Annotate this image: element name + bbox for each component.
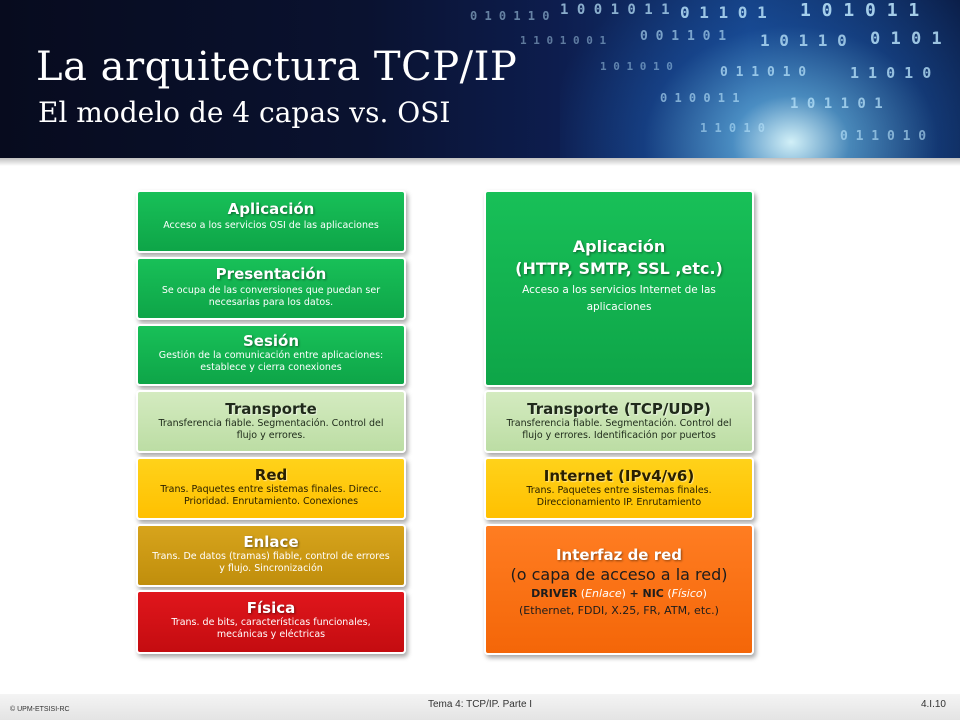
tcpip-layer-desc: Acceso a los servicios Internet de las a… bbox=[522, 284, 716, 313]
osi-layer-red: Red Trans. Paquetes entre sistemas final… bbox=[136, 457, 406, 520]
svg-text:1 0 1 1 0 1: 1 0 1 1 0 1 bbox=[790, 96, 883, 112]
driver-label: DRIVER bbox=[531, 587, 578, 600]
osi-layer-fisica: Física Trans. de bits, características f… bbox=[136, 590, 406, 654]
osi-layer-enlace: Enlace Trans. De datos (tramas) fiable, … bbox=[136, 524, 406, 587]
nic-label: + NIC bbox=[629, 587, 664, 600]
osi-layer-desc: Gestión de la comunicación entre aplicac… bbox=[158, 350, 384, 373]
osi-layer-name: Presentación bbox=[215, 265, 327, 283]
osi-layer-desc: Se ocupa de las conversiones que puedan … bbox=[161, 285, 381, 308]
svg-text:1 1 0 1 0: 1 1 0 1 0 bbox=[700, 121, 765, 135]
osi-layer-name: Aplicación bbox=[227, 200, 315, 218]
svg-text:1 0 1 0 1 0: 1 0 1 0 1 0 bbox=[600, 60, 673, 73]
tcpip-layer-name: Interfaz de red bbox=[555, 546, 683, 564]
banner-shadow bbox=[0, 158, 960, 166]
page-subtitle: El modelo de 4 capas vs. OSI bbox=[38, 96, 451, 129]
page-title: La arquitectura TCP/IP bbox=[36, 44, 518, 90]
svg-text:0 1 1 0 1: 0 1 1 0 1 bbox=[680, 3, 767, 22]
svg-text:0 1 0 1: 0 1 0 1 bbox=[870, 29, 942, 49]
footer-copyright: © UPM-ETSISI-RC bbox=[10, 706, 70, 713]
svg-text:0 1 0 0 1 1: 0 1 0 0 1 1 bbox=[660, 91, 739, 105]
svg-text:0 1 1 0 1 0: 0 1 1 0 1 0 bbox=[840, 129, 926, 144]
osi-layer-aplicacion: Aplicación Acceso a los servicios OSI de… bbox=[136, 190, 406, 253]
footer-bar bbox=[0, 694, 960, 720]
osi-layer-name: Enlace bbox=[243, 533, 299, 551]
svg-text:1 1 0 1 0 0 1: 1 1 0 1 0 0 1 bbox=[520, 34, 606, 47]
osi-layer-desc: Trans. de bits, características funciona… bbox=[171, 617, 371, 640]
osi-layer-name: Sesión bbox=[242, 332, 300, 350]
tcpip-layer-driver-line: DRIVER (Enlace) + NIC (Físico) bbox=[531, 587, 707, 600]
tcpip-layer-name: Transporte (TCP/UDP) bbox=[527, 400, 711, 418]
banner-glow bbox=[560, 0, 960, 158]
osi-layer-desc: Transferencia fiable. Segmentación. Cont… bbox=[158, 418, 384, 441]
tcpip-layer-desc: Trans. Paquetes entre sistemas finales. … bbox=[526, 485, 712, 508]
osi-layer-sesion: Sesión Gestión de la comunicación entre … bbox=[136, 324, 406, 386]
tcpip-layer-name: Internet (IPv4/v6) bbox=[543, 467, 695, 485]
svg-text:1 0 0 1 0 1 1: 1 0 0 1 0 1 1 bbox=[560, 2, 670, 18]
tcpip-layer-protocols: (HTTP, SMTP, SSL ,etc.) bbox=[515, 259, 723, 278]
osi-layer-desc: Trans. Paquetes entre sistemas finales. … bbox=[160, 484, 382, 507]
tcpip-layer-alt-name: (o capa de acceso a la red) bbox=[510, 565, 728, 584]
osi-layer-transporte: Transporte Transferencia fiable. Segment… bbox=[136, 390, 406, 453]
svg-text:1 1 0 1 0: 1 1 0 1 0 bbox=[850, 64, 931, 82]
tcpip-layer-internet: Internet (IPv4/v6) Trans. Paquetes entre… bbox=[484, 457, 754, 520]
osi-layer-name: Transporte bbox=[225, 400, 317, 418]
tcpip-layer-interfaz-de-red: Interfaz de red (o capa de acceso a la r… bbox=[484, 524, 754, 655]
osi-layer-name: Física bbox=[246, 599, 296, 617]
osi-layer-desc: Acceso a los servicios OSI de las aplica… bbox=[163, 220, 379, 231]
svg-text:0 1 1 0 1 0: 0 1 1 0 1 0 bbox=[720, 65, 806, 80]
svg-text:1 0 1 0 1 1: 1 0 1 0 1 1 bbox=[800, 0, 919, 21]
osi-layer-name: Red bbox=[254, 466, 288, 484]
tcpip-layer-transporte: Transporte (TCP/UDP) Transferencia fiabl… bbox=[484, 390, 754, 453]
footer-topic: Tema 4: TCP/IP. Parte I bbox=[427, 699, 533, 710]
header-banner: 0 1 0 1 1 0 1 0 0 1 0 1 1 0 1 1 0 1 1 0 … bbox=[0, 0, 960, 158]
osi-layer-presentacion: Presentación Se ocupa de las conversione… bbox=[136, 257, 406, 320]
svg-text:0 1 0 1 1 0: 0 1 0 1 1 0 bbox=[470, 9, 549, 23]
slide-number: 4.I.10 bbox=[920, 699, 946, 710]
svg-text:1 0 1 1 0: 1 0 1 1 0 bbox=[760, 31, 847, 50]
tcpip-layer-desc: Transferencia fiable. Segmentación. Cont… bbox=[506, 418, 732, 441]
enlace-label: Enlace bbox=[585, 587, 622, 600]
tcpip-layer-name: Aplicación bbox=[572, 237, 666, 256]
fisico-label: Físico bbox=[671, 587, 703, 600]
osi-layer-desc: Trans. De datos (tramas) fiable, control… bbox=[152, 551, 390, 574]
tcpip-layer-examples: (Ethernet, FDDI, X.25, FR, ATM, etc.) bbox=[519, 604, 719, 617]
binary-stream-decoration: 0 1 0 1 1 0 1 0 0 1 0 1 1 0 1 1 0 1 1 0 … bbox=[470, 0, 942, 144]
svg-text:0 0 1 1 0 1: 0 0 1 1 0 1 bbox=[640, 29, 726, 44]
tcpip-layer-aplicacion: Aplicación (HTTP, SMTP, SSL ,etc.) Acces… bbox=[484, 190, 754, 387]
